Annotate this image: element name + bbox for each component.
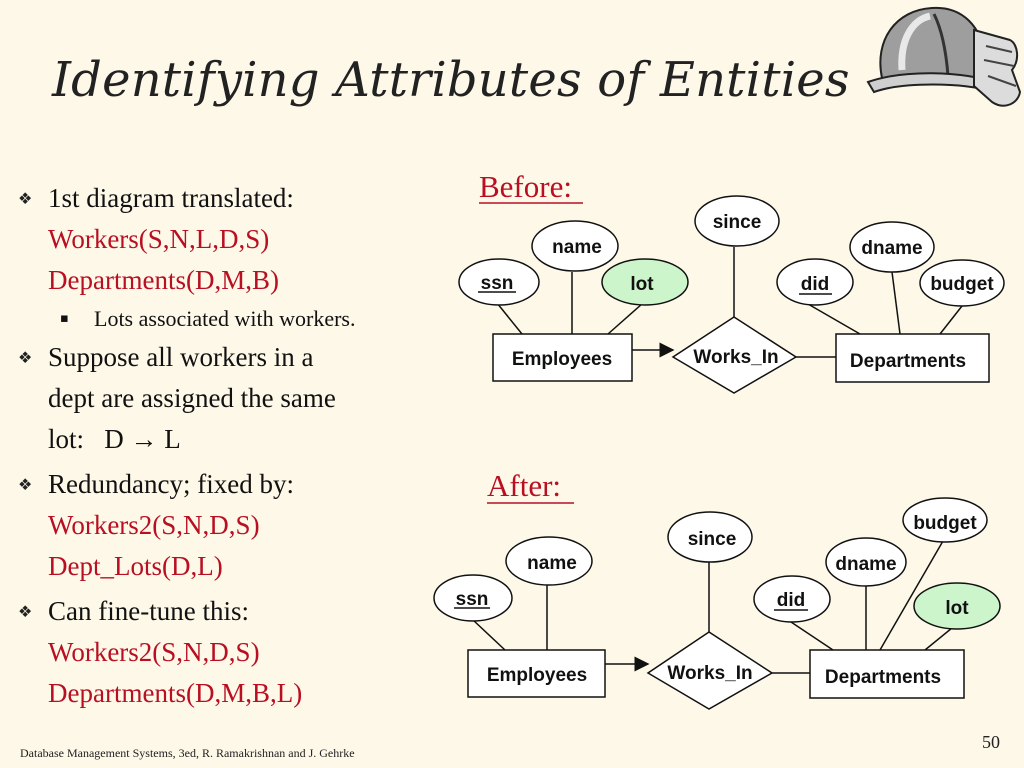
after-entity-departments (809, 649, 965, 699)
diamond-bullet-icon: ❖ (18, 475, 33, 494)
after-attr-name-label: name (527, 553, 577, 574)
before-attr-ssn-label: ssn (481, 273, 514, 294)
diamond-bullet-icon: ❖ (18, 348, 33, 367)
bullet-fine-tune: ❖ Can fine-tune this: Workers2(S,N,D,S) … (14, 591, 474, 714)
before-header: Before: (479, 169, 572, 204)
after-entity-departments-label: Departments (825, 667, 941, 688)
after-attr-budget (902, 497, 988, 543)
before-diagram: Before: since name dname ssn lot did bud… (458, 169, 1005, 394)
workers2-schema: Workers2(S,N,D,S) (48, 510, 260, 540)
bullet-suppose: ❖ Suppose all workers in a dept are assi… (14, 337, 474, 460)
footer-citation: Database Management Systems, 3ed, R. Ram… (20, 746, 355, 760)
before-attr-since (694, 195, 780, 247)
before-attr-dname-label: dname (861, 238, 922, 259)
after-entity-employees (467, 649, 606, 698)
after-attr-budget-label: budget (913, 513, 977, 534)
before-entity-employees-label: Employees (512, 349, 612, 370)
before-rel-works-in-label: Works_In (693, 347, 778, 368)
before-attr-budget (919, 259, 1005, 307)
after-attr-lot-label: lot (945, 598, 969, 619)
square-bullet-icon: ▪ (60, 311, 69, 326)
dept-lots-schema: Dept_Lots(D,L) (48, 551, 223, 581)
bullet-list: ❖ 1st diagram translated: Workers(S,N,L,… (14, 178, 474, 714)
departments-schema: Departments(D,M,B) (48, 265, 279, 295)
after-header: After: (487, 468, 561, 503)
after-rel-works-in (646, 631, 774, 710)
after-attr-name (505, 536, 593, 586)
after-attr-lot (913, 582, 1001, 630)
after-attr-did (753, 575, 831, 623)
after-diagram: After: budget since name dname ssn did l… (433, 468, 1001, 710)
after-attr-dname-label: dname (835, 554, 896, 575)
after-rel-works-in-label: Works_In (667, 663, 752, 684)
diamond-bullet-icon: ❖ (18, 189, 33, 208)
before-entity-employees (492, 333, 633, 382)
after-attr-since (667, 511, 753, 563)
workers-schema: Workers(S,N,L,D,S) (48, 224, 270, 254)
before-entity-departments (835, 333, 990, 383)
before-attr-name-label: name (552, 237, 602, 258)
before-attr-lot (601, 258, 689, 306)
before-attr-did (776, 258, 854, 306)
bullet-first-diagram: ❖ 1st diagram translated: Workers(S,N,L,… (14, 178, 474, 301)
page-number: 50 (982, 732, 1000, 752)
bullet-redundancy: ❖ Redundancy; fixed by: Workers2(S,N,D,S… (14, 464, 474, 587)
arrow-icon: → (130, 424, 158, 454)
before-attr-since-label: since (713, 212, 762, 233)
after-entity-employees-label: Employees (487, 665, 587, 686)
slide-title: Identifying Attributes of Entities (52, 52, 850, 108)
after-attr-dname (825, 537, 907, 587)
hard-hat-icon (866, 6, 1022, 107)
before-attr-dname (849, 221, 935, 273)
before-attr-name (531, 220, 619, 272)
before-attr-budget-label: budget (930, 274, 994, 295)
before-entity-departments-label: Departments (850, 351, 966, 372)
diamond-bullet-icon: ❖ (18, 602, 33, 621)
after-attr-since-label: since (688, 529, 737, 550)
departments-schema-2: Departments(D,M,B,L) (48, 678, 303, 708)
before-attr-did-label: did (801, 274, 830, 295)
sub-bullet-lots: ▪ Lots associated with workers. (14, 303, 474, 335)
before-attr-lot-label: lot (630, 274, 654, 295)
after-attr-did-label: did (777, 590, 806, 611)
before-rel-works-in (671, 316, 798, 394)
workers2-schema-2: Workers2(S,N,D,S) (48, 637, 260, 667)
